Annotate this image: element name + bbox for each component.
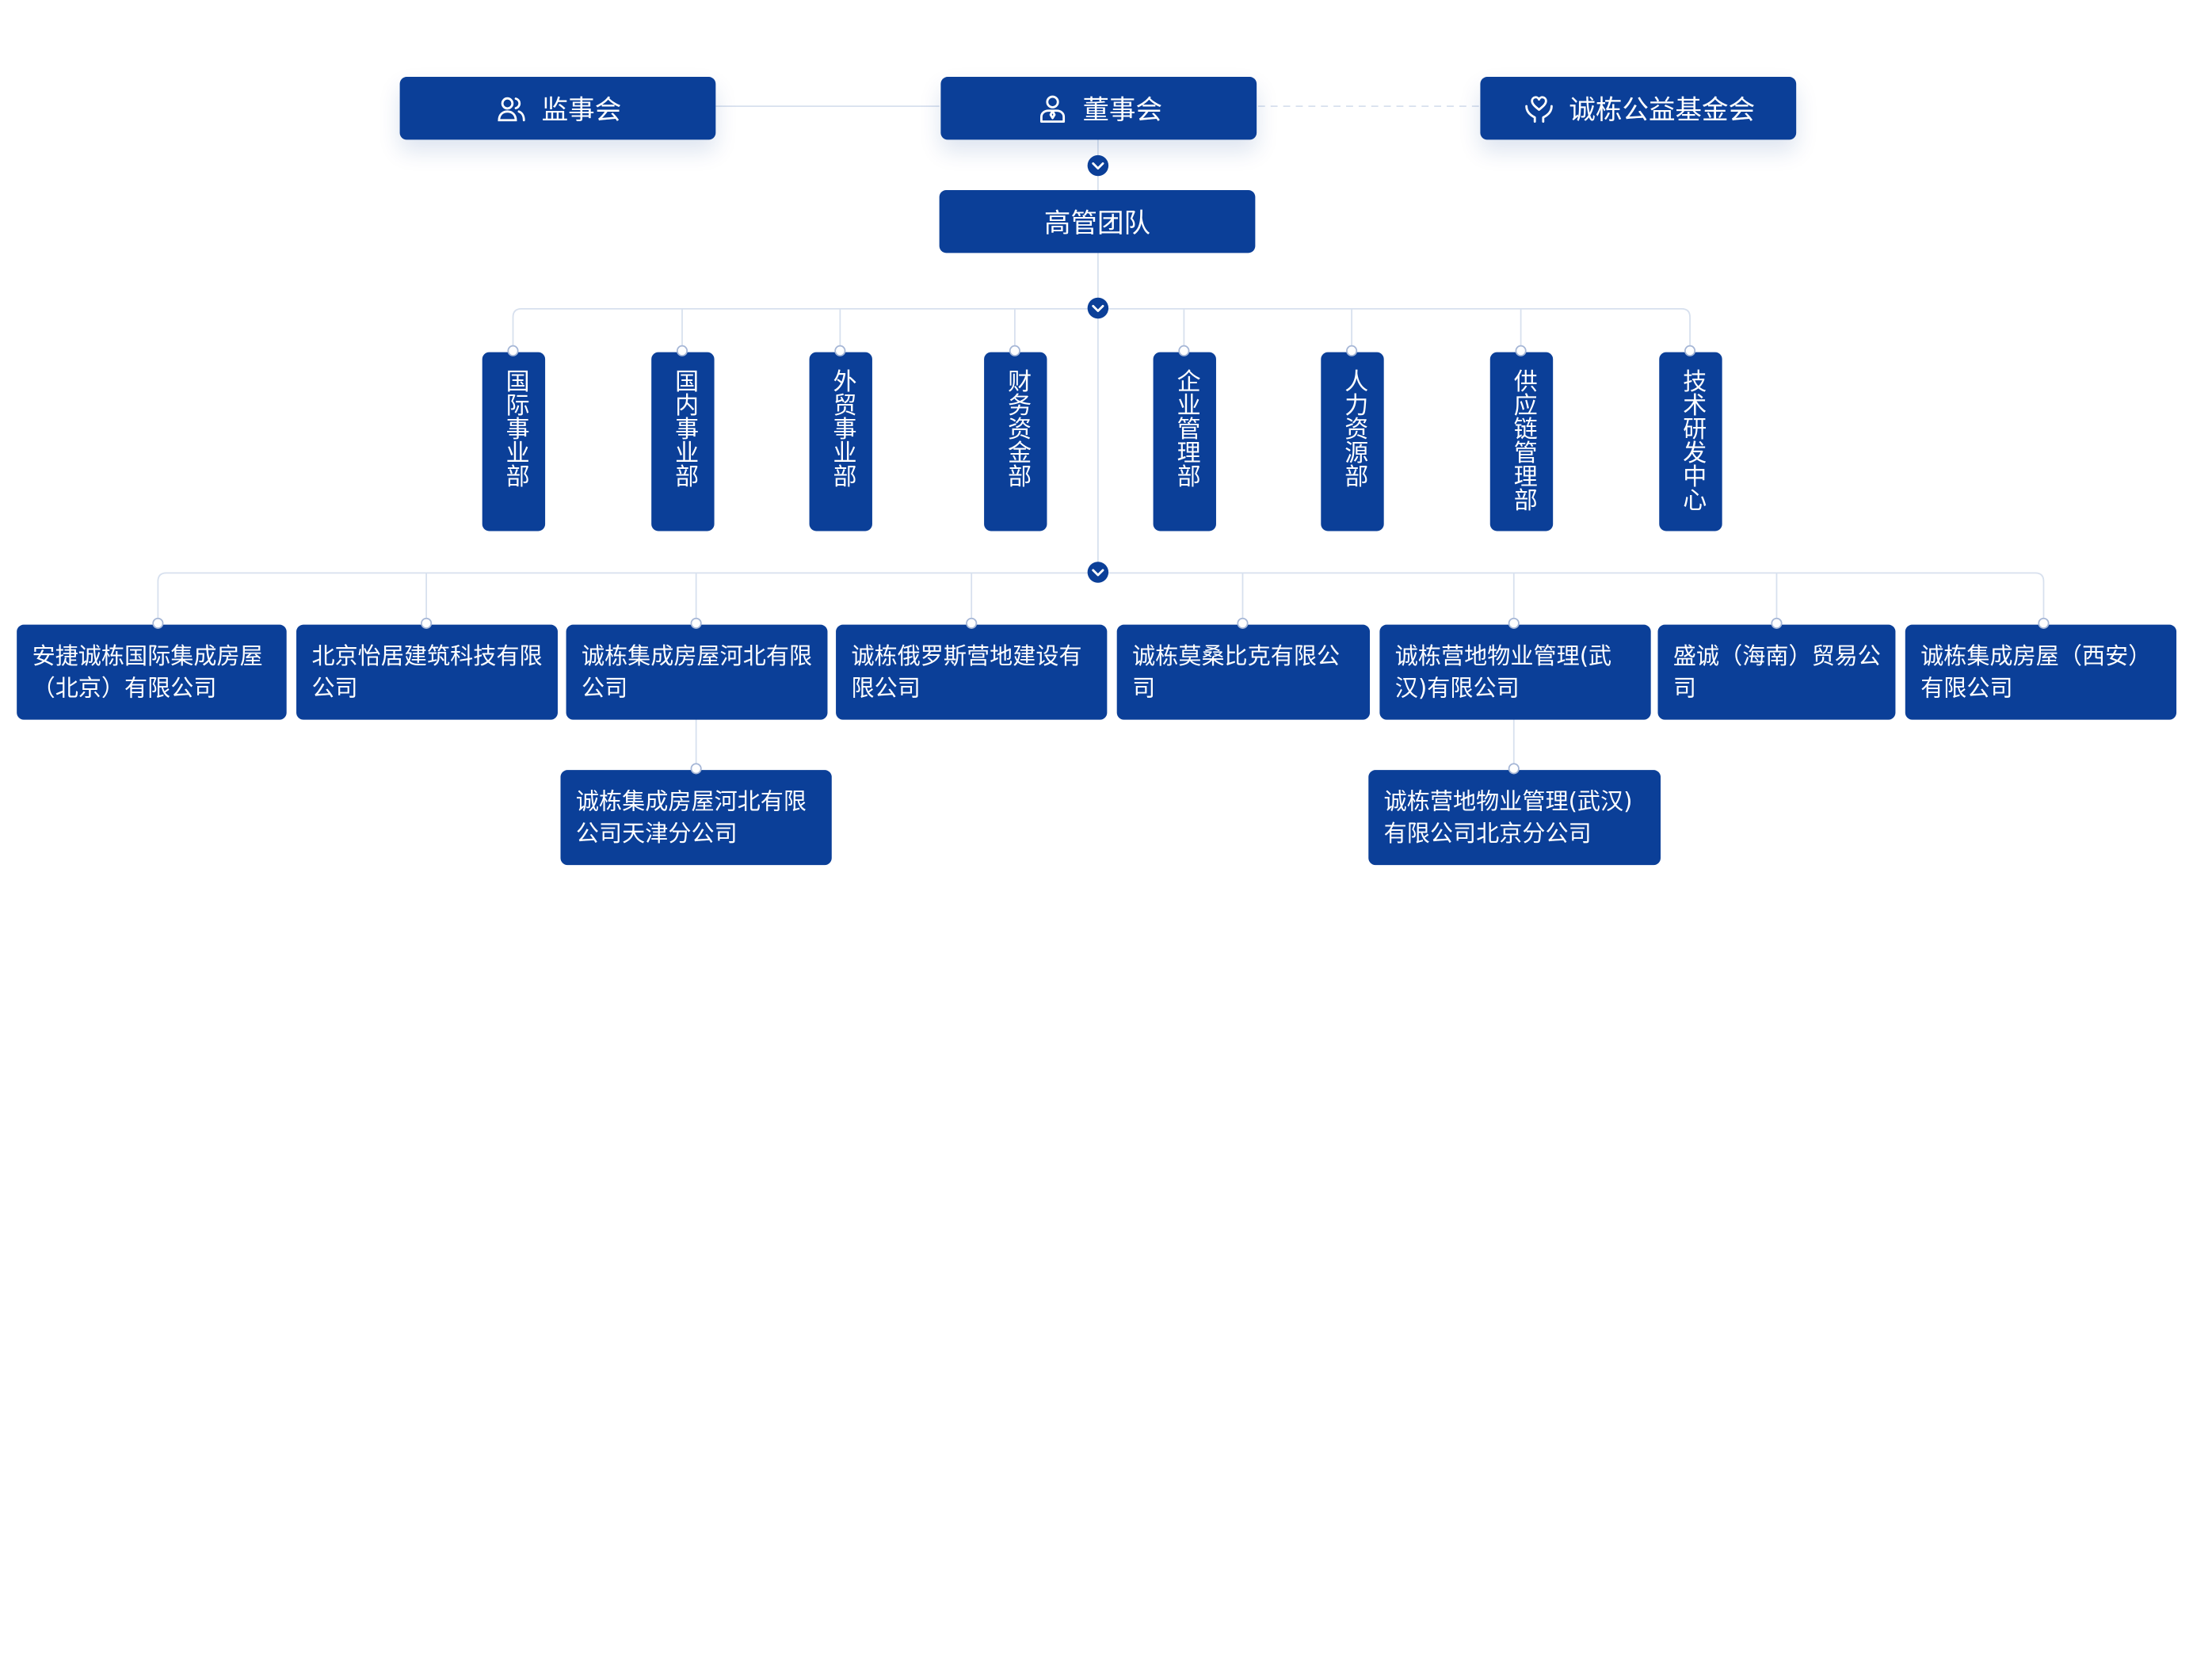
company-label: 诚栋营地物业管理(武汉)有限公司 bbox=[1394, 642, 1612, 702]
branch-box[interactable]: 诚栋集成房屋河北有限公司天津分公司 bbox=[560, 770, 832, 866]
heart-hands-icon bbox=[1521, 90, 1558, 127]
department-label: 人力资源部 bbox=[1339, 368, 1367, 488]
company-box[interactable]: 安捷诚栋国际集成房屋（北京）有限公司 bbox=[17, 624, 287, 720]
company-box[interactable]: 诚栋俄罗斯营地建设有限公司 bbox=[836, 624, 1108, 720]
connector-dot bbox=[507, 345, 519, 356]
department-box[interactable]: 企业管理部 bbox=[1153, 352, 1216, 531]
board-of-directors-label: 董事会 bbox=[1082, 94, 1163, 126]
connector-dot bbox=[676, 345, 688, 356]
department-box[interactable]: 供应链管理部 bbox=[1489, 352, 1554, 531]
company-label: 诚栋莫桑比克有限公司 bbox=[1132, 642, 1341, 702]
supervisory-board-label: 监事会 bbox=[541, 94, 622, 126]
users-icon bbox=[494, 90, 531, 127]
connector-dot bbox=[834, 345, 846, 356]
department-label: 技术研发中心 bbox=[1677, 368, 1706, 512]
connector-dot bbox=[1009, 345, 1020, 356]
management-team-label: 高管团队 bbox=[1043, 208, 1151, 239]
company-box[interactable]: 诚栋莫桑比克有限公司 bbox=[1116, 624, 1371, 720]
department-label: 企业管理部 bbox=[1171, 368, 1199, 488]
director-icon bbox=[1035, 90, 1071, 127]
department-box[interactable]: 人力资源部 bbox=[1321, 352, 1384, 531]
supervisory-board-box[interactable]: 监事会 bbox=[399, 77, 716, 140]
department-box[interactable]: 国际事业部 bbox=[482, 352, 546, 531]
connector-dot bbox=[152, 617, 164, 629]
company-label: 诚栋集成房屋河北有限公司 bbox=[581, 642, 813, 702]
foundation-label: 诚栋公益基金会 bbox=[1569, 94, 1756, 126]
connector-dot bbox=[1178, 345, 1190, 356]
company-box[interactable]: 诚栋集成房屋河北有限公司 bbox=[566, 624, 828, 720]
company-label: 诚栋集成房屋（西安）有限公司 bbox=[1920, 642, 2152, 702]
connector-dot bbox=[966, 617, 978, 629]
branch-label: 诚栋集成房屋河北有限公司天津分公司 bbox=[575, 788, 807, 848]
connector-dot bbox=[1346, 345, 1358, 356]
company-label: 盛诚（海南）贸易公司 bbox=[1672, 642, 1881, 702]
company-box[interactable]: 诚栋营地物业管理(武汉)有限公司 bbox=[1379, 624, 1651, 720]
company-label: 诚栋俄罗斯营地建设有限公司 bbox=[851, 642, 1082, 702]
connector-dot bbox=[1771, 617, 1783, 629]
department-label: 财务资金部 bbox=[1002, 368, 1031, 488]
company-label: 安捷诚栋国际集成房屋（北京）有限公司 bbox=[32, 642, 263, 702]
company-label: 北京怡居建筑科技有限公司 bbox=[311, 642, 543, 702]
connector-dot bbox=[1237, 617, 1249, 629]
chevron-down-icon[interactable] bbox=[1087, 154, 1109, 177]
department-label: 国内事业部 bbox=[669, 368, 698, 488]
connector-dot bbox=[690, 763, 702, 775]
department-label: 供应链管理部 bbox=[1508, 368, 1536, 512]
connector-dot bbox=[421, 617, 433, 629]
connector-dot bbox=[1515, 345, 1527, 356]
connector-lines bbox=[157, 105, 2045, 771]
company-box[interactable]: 盛诚（海南）贸易公司 bbox=[1657, 624, 1896, 720]
chevron-down-icon[interactable] bbox=[1087, 562, 1109, 583]
department-label: 外贸事业部 bbox=[827, 368, 856, 488]
branch-box[interactable]: 诚栋营地物业管理(武汉)有限公司北京分公司 bbox=[1368, 770, 1661, 866]
connector-dot bbox=[2038, 617, 2050, 629]
board-of-directors-box[interactable]: 董事会 bbox=[940, 77, 1257, 140]
chevron-down-icon[interactable] bbox=[1087, 297, 1109, 319]
connector-dot bbox=[1508, 763, 1520, 775]
company-box[interactable]: 诚栋集成房屋（西安）有限公司 bbox=[1905, 624, 2177, 720]
department-box[interactable]: 外贸事业部 bbox=[809, 352, 872, 531]
department-label: 国际事业部 bbox=[500, 368, 528, 488]
foundation-box[interactable]: 诚栋公益基金会 bbox=[1480, 77, 1797, 140]
company-box[interactable]: 北京怡居建筑科技有限公司 bbox=[296, 624, 558, 720]
branch-label: 诚栋营地物业管理(武汉)有限公司北京分公司 bbox=[1383, 788, 1633, 848]
connector-dot bbox=[1684, 345, 1696, 356]
department-box[interactable]: 国内事业部 bbox=[651, 352, 715, 531]
connector-dot bbox=[690, 617, 702, 629]
department-box[interactable]: 财务资金部 bbox=[984, 352, 1047, 531]
department-box[interactable]: 技术研发中心 bbox=[1659, 352, 1722, 531]
management-team-box[interactable]: 高管团队 bbox=[939, 189, 1256, 253]
connector-dot bbox=[1508, 617, 1520, 629]
